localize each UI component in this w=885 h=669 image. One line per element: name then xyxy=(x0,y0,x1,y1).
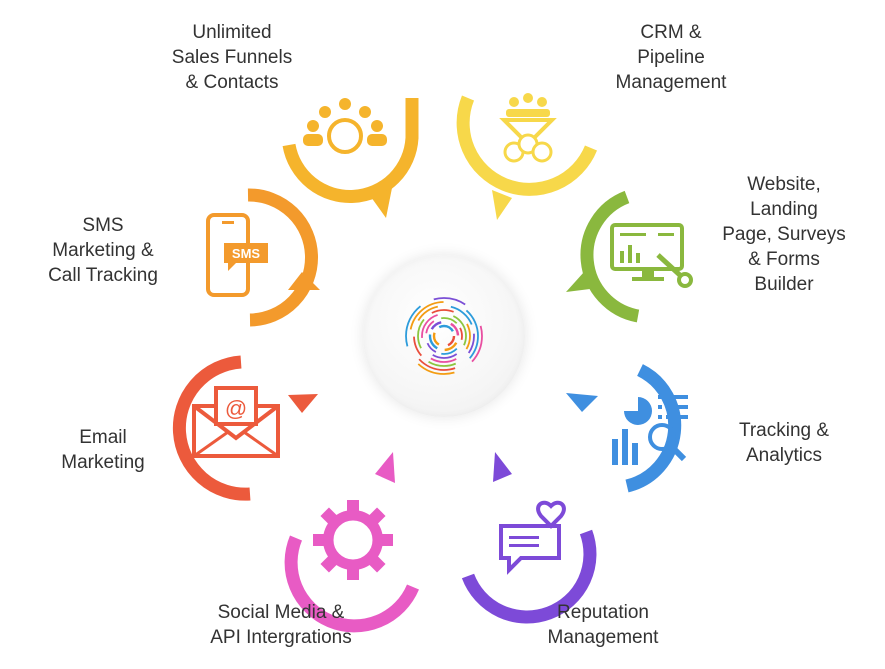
label-sms: SMS Marketing & Call Tracking xyxy=(48,213,158,288)
label-email: Email Marketing xyxy=(61,425,144,475)
label-line: Tracking & xyxy=(738,420,830,441)
api-gear-icon: API xyxy=(313,500,393,580)
label-crm: CRM & Pipeline Management xyxy=(616,20,727,95)
arc-pointer-sms xyxy=(288,272,320,290)
monitor-wrench-icon xyxy=(610,223,693,288)
people-coin-icon: $ xyxy=(303,98,387,154)
label-line: Page, Surveys xyxy=(722,224,846,245)
label-line: Management xyxy=(615,72,727,93)
logo-ring-segment xyxy=(432,324,456,348)
logo-ring-segment xyxy=(413,305,475,367)
label-line: & Forms xyxy=(748,249,820,270)
label-line: CRM & xyxy=(640,22,702,43)
arc-pointer-reputation xyxy=(493,452,512,482)
logo-ring-segment xyxy=(405,297,483,375)
label-line: Social Media & xyxy=(217,602,345,623)
label-line: Unlimited xyxy=(192,22,272,43)
sms-text: SMS xyxy=(232,246,261,261)
analytics-magnifier-icon xyxy=(612,395,688,465)
arc-pointer-sales-funnels xyxy=(371,188,392,218)
chat-heart-icon xyxy=(499,500,566,575)
arc-email xyxy=(172,355,251,501)
arc-pointer-tracking xyxy=(566,393,598,412)
logo-ring-segment xyxy=(405,297,483,375)
arc-sms xyxy=(247,188,318,327)
logo-ring-segment xyxy=(425,317,463,355)
label-line: Builder xyxy=(754,274,814,295)
logo-ring-segment xyxy=(417,309,471,363)
logo-ring-segment xyxy=(413,305,475,367)
label-line: Reputation xyxy=(557,602,649,623)
logo-ring-segment xyxy=(405,297,483,375)
label-sales-funnels: Unlimited Sales Funnels & Contacts xyxy=(172,20,292,95)
funnel-coins-icon xyxy=(499,93,557,163)
label-line: Management xyxy=(547,627,659,648)
arc-pointer-social-api xyxy=(375,452,395,483)
arc-crm xyxy=(456,95,598,196)
concentric-rings-logo xyxy=(405,297,483,375)
label-line: Marketing & xyxy=(52,240,154,261)
logo-ring-segment xyxy=(417,309,471,363)
label-social-api: Social Media & API Intergrations xyxy=(210,600,352,650)
arc-social-api xyxy=(284,535,419,633)
coin-symbol: $ xyxy=(339,126,350,148)
arc-sales-funnels xyxy=(282,98,419,203)
label-line: Email xyxy=(79,427,127,448)
sms-phone-icon: SMS xyxy=(206,213,268,297)
logo-ring-segment xyxy=(409,301,479,371)
label-line: Marketing xyxy=(61,452,145,473)
label-line: Analytics xyxy=(745,445,823,466)
logo-ring-segment xyxy=(417,309,471,363)
logo-ring-segment xyxy=(421,313,467,359)
label-line: Sales Funnels xyxy=(171,47,293,68)
logo-ring-segment xyxy=(409,301,479,371)
logo-ring-segment xyxy=(432,324,456,348)
logo-ring-segment xyxy=(417,309,471,363)
label-line: SMS xyxy=(82,215,124,236)
center-hub xyxy=(363,255,525,417)
api-text: API xyxy=(338,531,369,552)
label-line: Website, xyxy=(747,174,821,195)
logo-ring-segment xyxy=(421,313,467,359)
arc-pointer-crm xyxy=(492,190,512,220)
logo-ring-segment xyxy=(405,297,483,375)
arc-pointer-email xyxy=(288,394,318,413)
label-line: Pipeline xyxy=(637,47,705,68)
label-website: Website, Landing Page, Surveys & Forms B… xyxy=(722,172,846,297)
arc-pointer-website xyxy=(566,272,598,292)
label-line: Landing xyxy=(750,199,818,220)
label-reputation: Reputation Management xyxy=(548,600,659,650)
arc-website xyxy=(580,190,640,323)
arc-reputation xyxy=(461,529,597,624)
at-sign: @ xyxy=(225,396,247,421)
logo-ring-segment xyxy=(432,324,456,348)
logo-ring-segment xyxy=(425,317,463,355)
logo-ring-segment xyxy=(425,317,463,355)
logo-ring-segment xyxy=(428,320,460,352)
label-line: Call Tracking xyxy=(48,265,158,286)
label-line: & Contacts xyxy=(185,72,279,93)
label-tracking: Tracking & Analytics xyxy=(739,418,829,468)
label-line: API Intergrations xyxy=(210,627,352,648)
logo-ring-segment xyxy=(421,313,467,359)
email-envelope-icon: @ xyxy=(192,386,280,458)
